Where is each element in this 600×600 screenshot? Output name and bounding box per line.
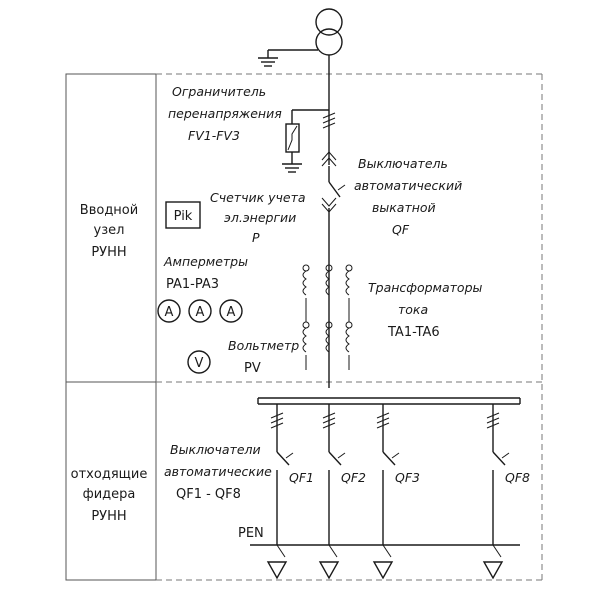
ammeters-label-1: Амперметры [163,254,248,269]
meter-box-label: Pik [174,209,193,224]
input-node-line-1: Вводной [80,203,138,218]
feeder-qf1-label: QF1 [289,470,314,485]
feeders-line-2: фидера [83,487,136,502]
ammeter-2-icon: A [188,299,212,323]
feeder-qf2 [318,404,346,580]
breaker-label-3: выкатной [372,200,436,215]
ammeter-1-symbol: A [165,305,174,320]
feeder-qf2-label: QF2 [341,470,366,485]
busbar [257,397,521,405]
feeder-breakers-label-2: автоматические [164,464,272,479]
surge-limiter-label-1: Ограничитель [172,84,266,99]
meter-box [165,201,201,229]
ct-label-1: Трансформаторы [368,280,482,295]
ammeters-label-2: PA1-PA3 [166,277,219,292]
ammeter-3-icon: A [219,299,243,323]
feeders-section-box [65,381,157,581]
transformer-ground-icon [258,49,318,67]
three-phase-ticks-icon [322,112,336,129]
current-transformers-icon [302,264,353,370]
feeder-breakers-label-3: QF1 - QF8 [176,487,241,502]
input-node-line-2: узел [94,223,125,238]
surge-limiter-label-3: FV1-FV3 [188,128,240,143]
ct-label-2: тока [398,302,428,317]
meter-label-2: эл.энергии [224,210,296,225]
feeder-qf3-label: QF3 [395,470,420,485]
voltmeter-symbol: V [195,356,204,371]
pen-label: PEN [238,526,264,541]
breaker-label-4: QF [392,222,410,237]
ammeter-3-symbol: A [227,305,236,320]
feeder-qf8 [482,404,510,580]
voltmeter-label-1: Вольтметр [228,338,299,353]
surge-limiter-icon [282,109,329,173]
meter-label-1: Счетчик учета [210,190,306,205]
feeder-qf8-label: QF8 [505,470,530,485]
feeder-breakers-label-1: Выключатели [170,442,261,457]
breaker-label-1: Выключатель [358,156,448,171]
ammeter-2-symbol: A [196,305,205,320]
ammeter-1-icon: A [157,299,181,323]
withdrawable-breaker-qf-icon [321,151,346,388]
voltmeter-icon: V [187,350,211,374]
breaker-label-2: автоматический [354,178,462,193]
ct-label-3: TA1-TA6 [387,325,440,340]
feeders-line-3: РУНН [91,509,126,524]
feeders-line-1: отходящие [71,467,148,482]
meter-label-3: P [252,230,260,245]
feeder-qf1 [266,404,294,580]
feeder-qf3 [372,404,400,580]
input-node-line-3: РУНН [91,245,126,260]
voltmeter-label-2: PV [244,361,261,376]
power-transformer-symbol [315,8,343,56]
surge-limiter-label-2: перенапряжения [168,106,282,121]
